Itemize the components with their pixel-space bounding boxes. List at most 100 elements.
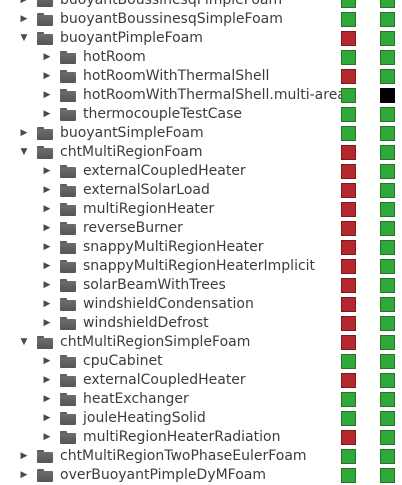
collapse-arrow-icon[interactable]: ▼ — [20, 147, 28, 157]
folder-icon — [37, 146, 53, 159]
status-indicator-pass — [380, 126, 395, 141]
folder-icon — [60, 108, 76, 121]
folder-icon — [60, 412, 76, 425]
tree-row[interactable]: ▶hotRoomWithThermalShell.multi-area — [0, 86, 402, 105]
tree-row[interactable]: ▶cpuCabinet — [0, 352, 402, 371]
expand-arrow-icon[interactable]: ▶ — [43, 394, 51, 404]
tree-row[interactable]: ▶ buoyantSimpleFoam — [0, 124, 402, 143]
status-indicator-pass — [380, 468, 395, 483]
status-indicator-fail — [341, 316, 356, 331]
status-indicator-pass — [341, 468, 356, 483]
tree-row[interactable]: ▼buoyantPimpleFoam — [0, 29, 402, 48]
tree-row-label: overBuoyantPimpleDyMFoam — [60, 467, 267, 483]
folder-icon — [60, 222, 76, 235]
tree-row-label: snappyMultiRegionHeater — [83, 239, 264, 255]
tree-row-label: chtMultiRegionSimpleFoam — [60, 334, 251, 350]
collapse-arrow-icon[interactable]: ▼ — [20, 337, 28, 347]
tree-row-label: buoyantBoussinesqPimpleFoam — [60, 0, 283, 8]
tree-row-label: hotRoomWithThermalShell — [83, 68, 270, 84]
status-indicator-pass — [341, 107, 356, 122]
status-indicator-pass — [341, 126, 356, 141]
status-indicator-pass — [380, 373, 395, 388]
status-indicator-pass — [380, 259, 395, 274]
tree-row-label: buoyantSimpleFoam — [60, 125, 204, 141]
tree-row[interactable]: ▼ chtMultiRegionFoam — [0, 143, 402, 162]
expand-arrow-icon[interactable]: ▶ — [43, 280, 51, 290]
tree-row[interactable]: ▶ externalSolarLoad — [0, 181, 402, 200]
folder-icon — [60, 165, 76, 178]
expand-arrow-icon[interactable]: ▶ — [43, 432, 51, 442]
expand-arrow-icon[interactable]: ▶ — [43, 223, 51, 233]
expand-arrow-icon[interactable]: ▶ — [43, 242, 51, 252]
tree-row-label: chtMultiRegionFoam — [60, 144, 203, 160]
expand-arrow-icon[interactable]: ▶ — [43, 204, 51, 214]
expand-arrow-icon[interactable]: ▶ — [43, 71, 51, 81]
status-indicator-pass — [341, 354, 356, 369]
tree-row[interactable]: ▶heatExchanger — [0, 390, 402, 409]
tree-row[interactable]: ▶ jouleHeatingSolid — [0, 409, 402, 428]
status-indicator-pass — [341, 411, 356, 426]
tree-row[interactable]: ▶ snappyMultiRegionHeater — [0, 238, 402, 257]
tree-row[interactable]: ▶snappyMultiRegionHeaterImplicit — [0, 257, 402, 276]
status-indicator-pass — [380, 183, 395, 198]
expand-arrow-icon[interactable]: ▶ — [43, 90, 51, 100]
expand-arrow-icon[interactable]: ▶ — [43, 109, 51, 119]
tree-row-label: jouleHeatingSolid — [83, 410, 206, 426]
tree-row[interactable]: ▶reverseBurner — [0, 219, 402, 238]
collapse-arrow-icon[interactable]: ▼ — [20, 33, 28, 43]
status-indicator-pass — [380, 50, 395, 65]
status-indicator-fail — [341, 145, 356, 160]
expand-arrow-icon[interactable]: ▶ — [20, 14, 28, 24]
status-indicator-pass — [380, 411, 395, 426]
tree-row[interactable]: ▼ chtMultiRegionSimpleFoam — [0, 333, 402, 352]
tree-row[interactable]: ▶ hotRoomWithThermalShell — [0, 67, 402, 86]
tree-row[interactable]: ▶ buoyantBoussinesqPimpleFoam — [0, 0, 402, 10]
expand-arrow-icon[interactable]: ▶ — [43, 166, 51, 176]
expand-arrow-icon[interactable]: ▶ — [43, 185, 51, 195]
status-indicator-pass — [380, 12, 395, 27]
tree-row-label: externalCoupledHeater — [83, 372, 246, 388]
folder-icon — [60, 184, 76, 197]
tree-row[interactable]: ▶chtMultiRegionTwoPhaseEulerFoam — [0, 447, 402, 466]
tree-row[interactable]: ▶buoyantBoussinesqSimpleFoam — [0, 10, 402, 29]
expand-arrow-icon[interactable]: ▶ — [43, 375, 51, 385]
tree-row-label: windshieldCondensation — [83, 296, 254, 312]
status-indicator-pass — [380, 335, 395, 350]
expand-arrow-icon[interactable]: ▶ — [43, 261, 51, 271]
expand-arrow-icon[interactable]: ▶ — [20, 128, 28, 138]
expand-arrow-icon[interactable]: ▶ — [43, 299, 51, 309]
status-indicator-pass — [380, 430, 395, 445]
folder-icon — [37, 450, 53, 463]
status-indicator-fail — [341, 31, 356, 46]
status-indicator-pass — [380, 392, 395, 407]
tree-row[interactable]: ▶solarBeamWithTrees — [0, 276, 402, 295]
status-indicator-pass — [380, 449, 395, 464]
expand-arrow-icon[interactable]: ▶ — [20, 451, 28, 461]
folder-icon — [37, 127, 53, 140]
tree-row[interactable]: ▶ externalCoupledHeater — [0, 371, 402, 390]
expand-arrow-icon[interactable]: ▶ — [20, 0, 28, 5]
folder-icon — [37, 0, 53, 7]
tree-row-label: windshieldDefrost — [83, 315, 209, 331]
status-indicator-pass — [380, 164, 395, 179]
tree-row-label: externalSolarLoad — [83, 182, 210, 198]
folder-icon — [60, 431, 76, 444]
tree-row[interactable]: ▶thermocoupleTestCase — [0, 105, 402, 124]
tree-row[interactable]: ▶ windshieldDefrost — [0, 314, 402, 333]
expand-arrow-icon[interactable]: ▶ — [43, 413, 51, 423]
status-indicator-fail — [341, 430, 356, 445]
folder-icon — [60, 51, 76, 64]
status-indicator-unknown — [380, 88, 395, 103]
tree-row-label: multiRegionHeaterRadiation — [83, 429, 281, 445]
expand-arrow-icon[interactable]: ▶ — [43, 356, 51, 366]
tree-row[interactable]: ▶ windshieldCondensation — [0, 295, 402, 314]
tree-row[interactable]: ▶ overBuoyantPimpleDyMFoam — [0, 466, 402, 485]
tree-row[interactable]: ▶multiRegionHeater — [0, 200, 402, 219]
expand-arrow-icon[interactable]: ▶ — [43, 52, 51, 62]
status-indicator-fail — [341, 259, 356, 274]
tree-row[interactable]: ▶ multiRegionHeaterRadiation — [0, 428, 402, 447]
tree-row[interactable]: ▶externalCoupledHeater — [0, 162, 402, 181]
tree-row[interactable]: ▶hotRoom — [0, 48, 402, 67]
expand-arrow-icon[interactable]: ▶ — [20, 470, 28, 480]
expand-arrow-icon[interactable]: ▶ — [43, 318, 51, 328]
